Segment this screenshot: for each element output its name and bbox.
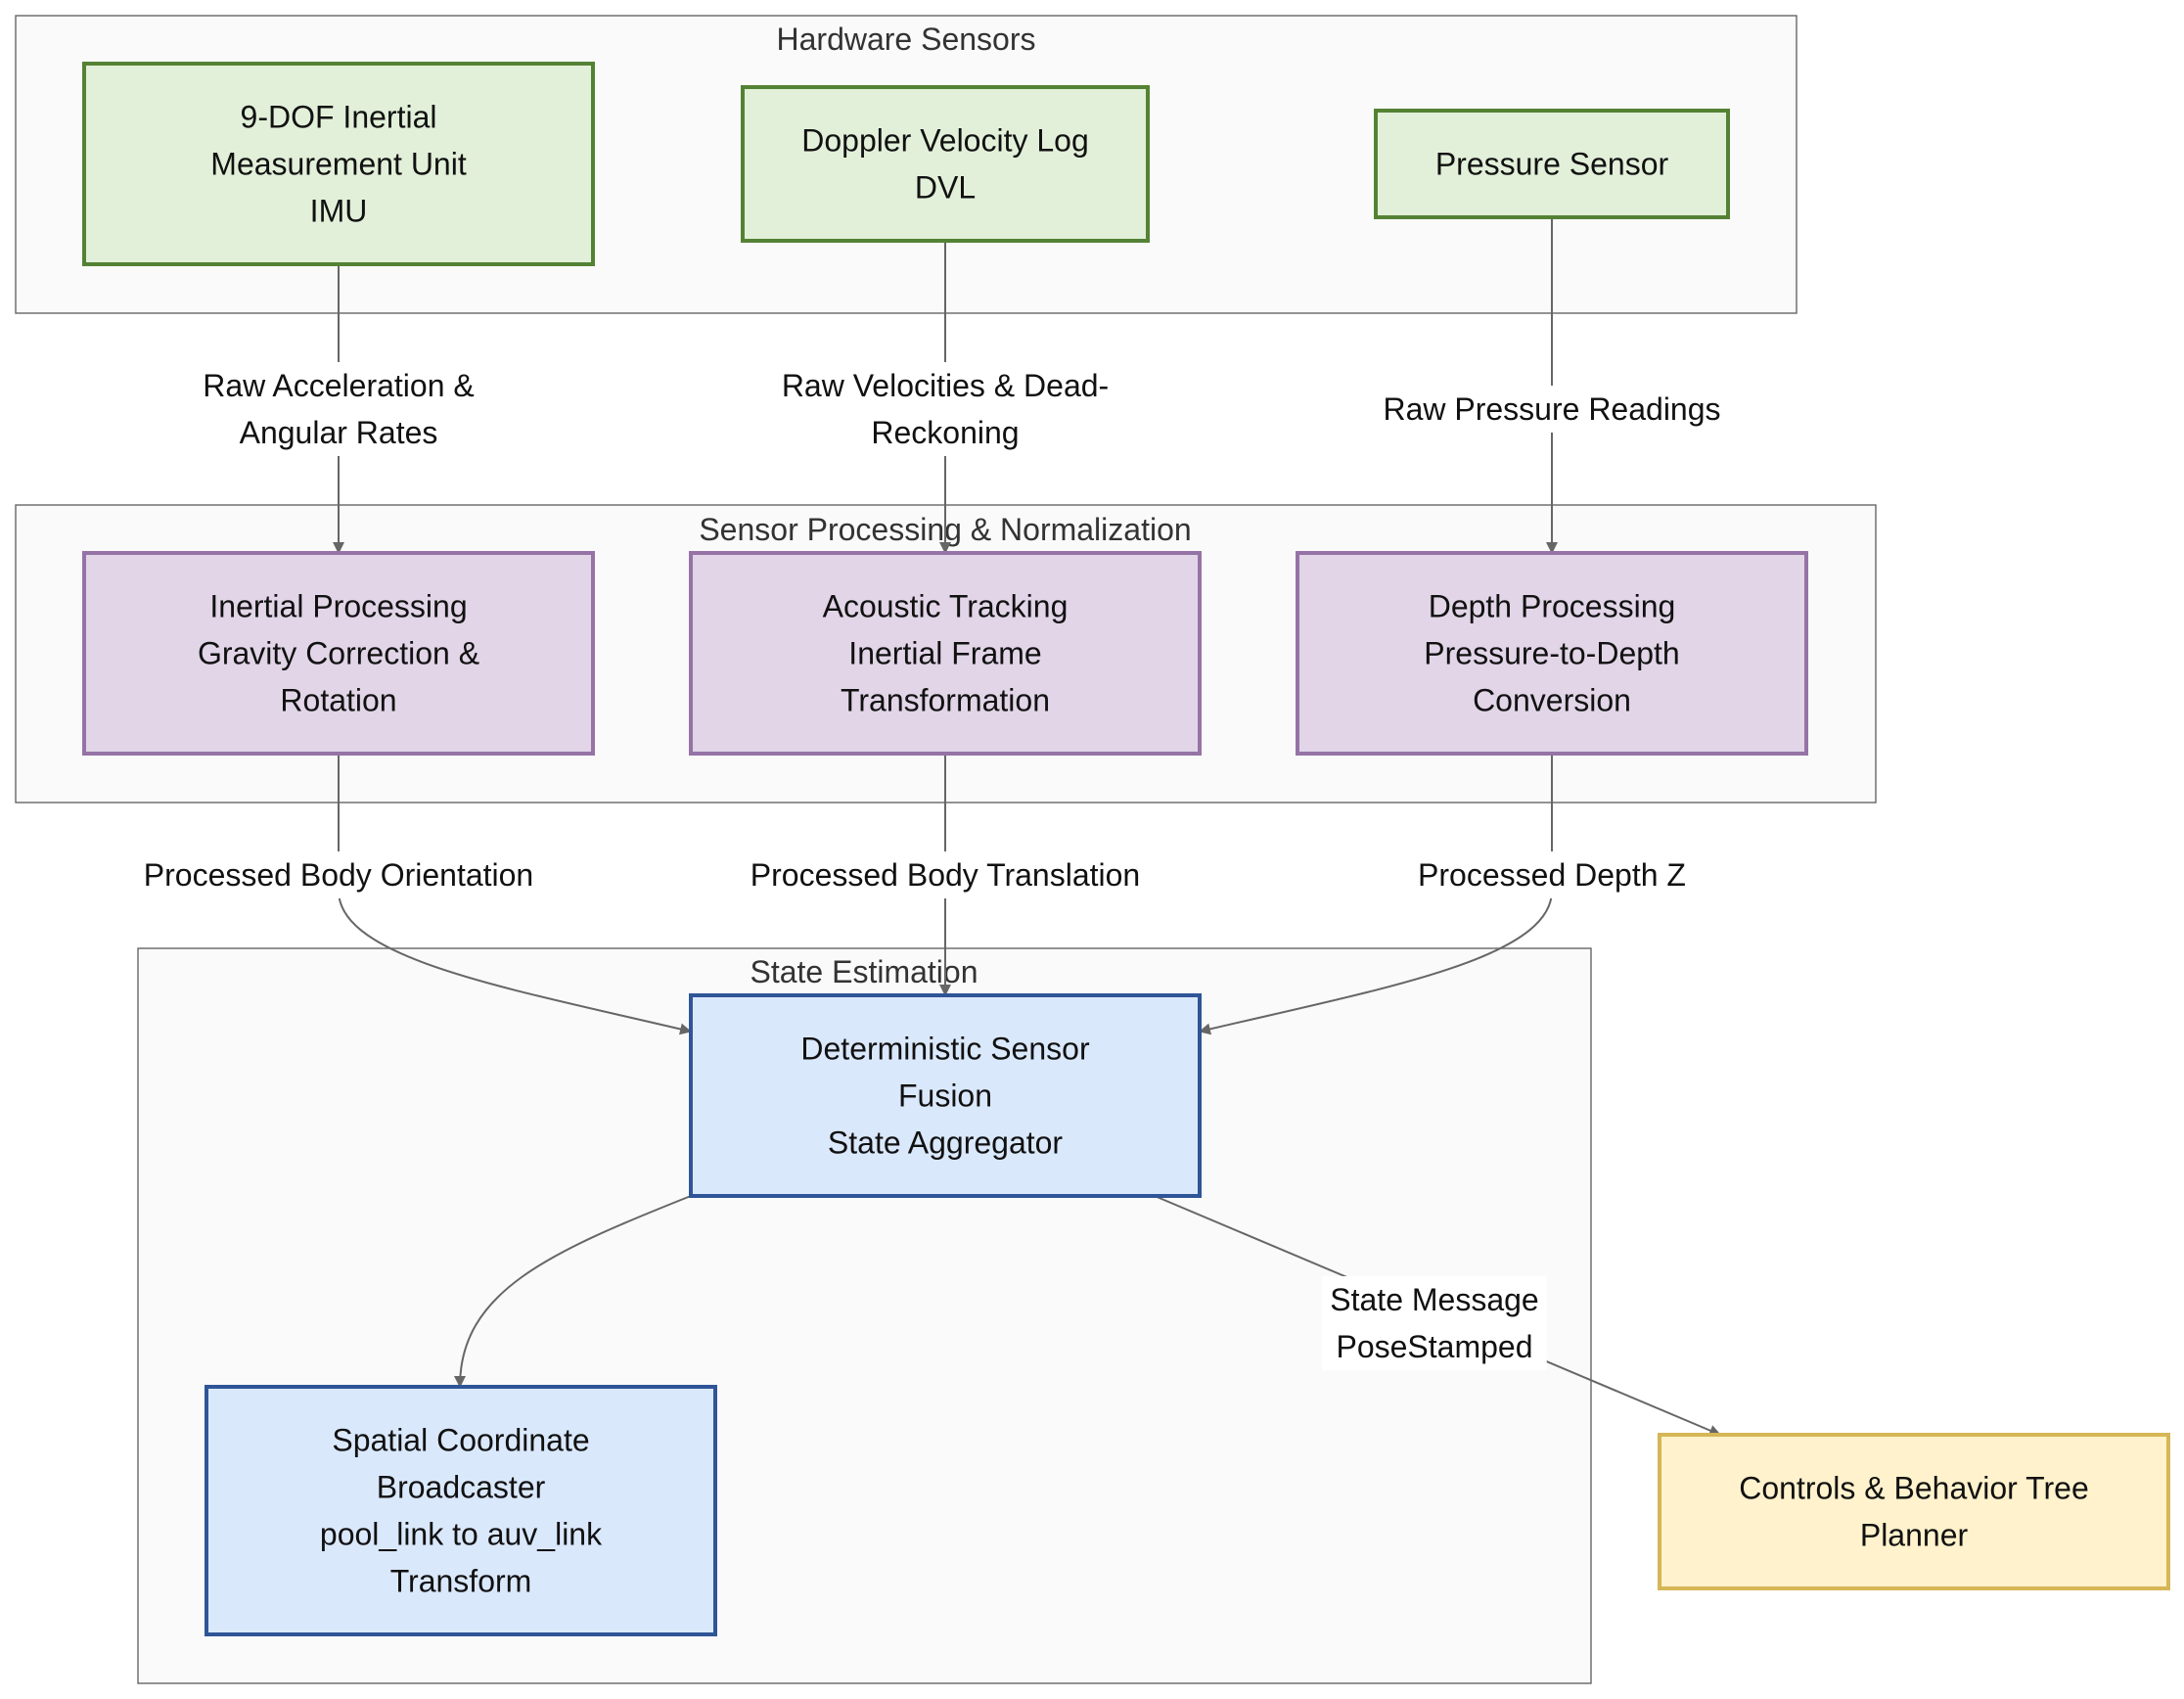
node-imu-box xyxy=(82,62,595,266)
cluster-hardware-sensors-title: Hardware Sensors xyxy=(777,22,1036,57)
node-imu-line-1: Measurement Unit xyxy=(210,147,467,182)
edge-label-depth-to-fusion-background xyxy=(1410,851,1694,898)
node-depth-proc-line-1: Pressure-to-Depth xyxy=(1424,636,1679,671)
edge-label-imu-to-inertial-line-1: Angular Rates xyxy=(240,415,438,450)
edge-label-fusion-to-planner-line-1: PoseStamped xyxy=(1336,1329,1532,1364)
node-pressure-line-0: Pressure Sensor xyxy=(1435,147,1669,182)
node-imu-line-2: IMU xyxy=(310,194,368,229)
node-broadcaster-box xyxy=(205,1385,717,1636)
node-broadcaster-line-0: Spatial Coordinate xyxy=(332,1423,589,1458)
node-planner-box xyxy=(1658,1433,2170,1590)
node-planner-line-1: Planner xyxy=(1860,1518,1969,1553)
node-fusion-line-2: State Aggregator xyxy=(828,1125,1064,1161)
edge-label-pressure-to-depth-background xyxy=(1375,386,1729,433)
node-broadcaster-line-2: pool_link to auv_link xyxy=(320,1517,603,1552)
node-acoustic-line-1: Inertial Frame xyxy=(848,636,1041,671)
edge-fusion-to-broadcaster xyxy=(454,1195,692,1388)
node-depth-proc-line-0: Depth Processing xyxy=(1429,589,1676,624)
edge-label-dvl-to-acoustic-line-0: Raw Velocities & Dead- xyxy=(782,368,1109,403)
cluster-state-estimation-title: State Estimation xyxy=(751,954,978,989)
edge-label-dvl-to-acoustic-background xyxy=(773,362,1117,456)
edge-label-fusion-to-planner-line-0: State Message xyxy=(1330,1282,1538,1317)
edge-label-pressure-to-depth: Raw Pressure Readings xyxy=(1375,386,1729,433)
edge-depth-to-fusion xyxy=(1199,754,1553,1035)
edge-label-inertial-to-fusion: Processed Body Orientation xyxy=(135,851,542,898)
edge-label-fusion-to-planner-background xyxy=(1322,1276,1547,1370)
edge-inertial-to-fusion xyxy=(338,754,692,1035)
node-broadcaster-line-1: Broadcaster xyxy=(377,1470,546,1505)
edge-label-imu-to-inertial-background xyxy=(195,362,482,456)
edge-label-acoustic-to-fusion-background xyxy=(742,851,1149,898)
edge-label-inertial-to-fusion-line-0: Processed Body Orientation xyxy=(144,857,533,893)
node-planner-line-0: Controls & Behavior Tree xyxy=(1739,1471,2089,1506)
node-acoustic-box xyxy=(689,551,1202,756)
node-acoustic-line-2: Transformation xyxy=(841,683,1050,718)
node-dvl-line-1: DVL xyxy=(915,170,976,206)
node-depth-proc: Depth ProcessingPressure-to-DepthConvers… xyxy=(1296,551,1808,756)
node-imu-line-0: 9-DOF Inertial xyxy=(241,100,437,135)
edge-label-pressure-to-depth-line-0: Raw Pressure Readings xyxy=(1383,391,1720,427)
edge-label-dvl-to-acoustic: Raw Velocities & Dead- Reckoning xyxy=(773,362,1117,456)
node-fusion-box xyxy=(689,993,1202,1198)
edge-label-dvl-to-acoustic-line-1: Reckoning xyxy=(871,415,1019,450)
edge-label-imu-to-inertial-line-0: Raw Acceleration & xyxy=(203,368,474,403)
edge-label-acoustic-to-fusion: Processed Body Translation xyxy=(742,851,1149,898)
node-inertial-proc-line-0: Inertial Processing xyxy=(209,589,467,624)
node-pressure: Pressure Sensor xyxy=(1374,109,1730,219)
edge-label-depth-to-fusion-line-0: Processed Depth Z xyxy=(1418,857,1686,893)
node-fusion-line-1: Fusion xyxy=(898,1079,992,1114)
node-depth-proc-line-2: Conversion xyxy=(1473,683,1631,718)
node-pressure-box xyxy=(1374,109,1730,219)
edge-label-imu-to-inertial: Raw Acceleration & Angular Rates xyxy=(195,362,482,456)
node-inertial-proc-box xyxy=(82,551,595,756)
node-acoustic-line-0: Acoustic Tracking xyxy=(823,589,1069,624)
node-dvl-line-0: Doppler Velocity Log xyxy=(801,123,1089,159)
node-broadcaster-line-3: Transform xyxy=(390,1564,532,1599)
node-inertial-proc-line-1: Gravity Correction & xyxy=(198,636,479,671)
node-dvl-box xyxy=(741,85,1150,243)
node-depth-proc-box xyxy=(1296,551,1808,756)
edge-label-depth-to-fusion: Processed Depth Z xyxy=(1410,851,1694,898)
node-inertial-proc-line-2: Rotation xyxy=(280,683,396,718)
edge-label-acoustic-to-fusion-line-0: Processed Body Translation xyxy=(751,857,1140,893)
node-fusion-line-0: Deterministic Sensor xyxy=(800,1032,1090,1067)
edge-label-inertial-to-fusion-background xyxy=(135,851,542,898)
